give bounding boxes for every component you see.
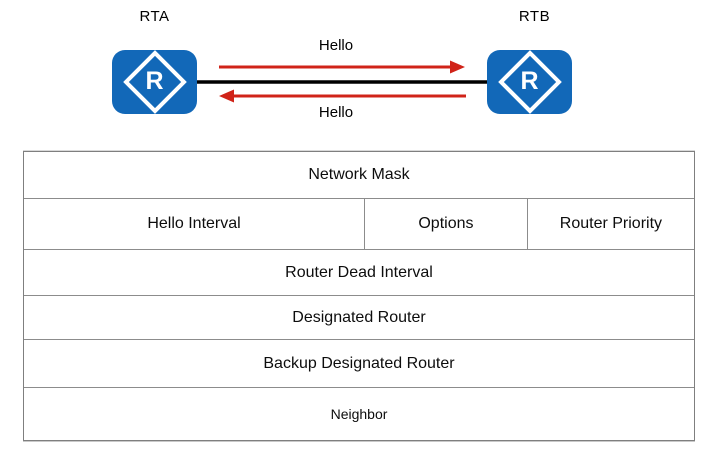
table-row-backup-designated-router: Backup Designated Router bbox=[24, 339, 694, 387]
hello-arrow-left-head-icon bbox=[219, 89, 234, 103]
table-row-router-dead-interval: Router Dead Interval bbox=[24, 249, 694, 295]
router-letter: R bbox=[520, 67, 539, 95]
cell-designated-router: Designated Router bbox=[292, 308, 426, 326]
hello-packet-field-table: Network Mask Hello Interval Options Rout… bbox=[23, 151, 695, 441]
table-row-hello-interval-options-priority: Hello Interval Options Router Priority bbox=[24, 198, 694, 249]
table-row-neighbor: Neighbor bbox=[24, 387, 694, 440]
table-row-designated-router: Designated Router bbox=[24, 295, 694, 339]
router-b-label: RTB bbox=[518, 8, 551, 25]
router-letter: R bbox=[145, 67, 164, 95]
cell-hello-interval: Hello Interval bbox=[24, 199, 366, 249]
router-a-label: RTA bbox=[139, 8, 170, 25]
cell-backup-designated-router: Backup Designated Router bbox=[263, 354, 455, 372]
cell-options: Options bbox=[365, 199, 528, 249]
router-a-icon: R bbox=[112, 50, 197, 114]
hello-arrow-right-head-icon bbox=[450, 60, 465, 74]
table-row-network-mask: Network Mask bbox=[24, 152, 694, 198]
cell-neighbor: Neighbor bbox=[330, 406, 388, 422]
cell-router-priority: Router Priority bbox=[559, 215, 663, 232]
cell-network-mask: Network Mask bbox=[308, 166, 410, 183]
hello-message-bottom-label: Hello bbox=[318, 104, 354, 121]
router-b-icon: R bbox=[487, 50, 572, 114]
hello-message-top-label: Hello bbox=[318, 37, 354, 54]
link-and-arrows bbox=[197, 60, 489, 103]
router-link-diagram: RTA RTB Hello Hello R R bbox=[0, 0, 728, 150]
cell-router-dead-interval: Router Dead Interval bbox=[285, 263, 433, 281]
